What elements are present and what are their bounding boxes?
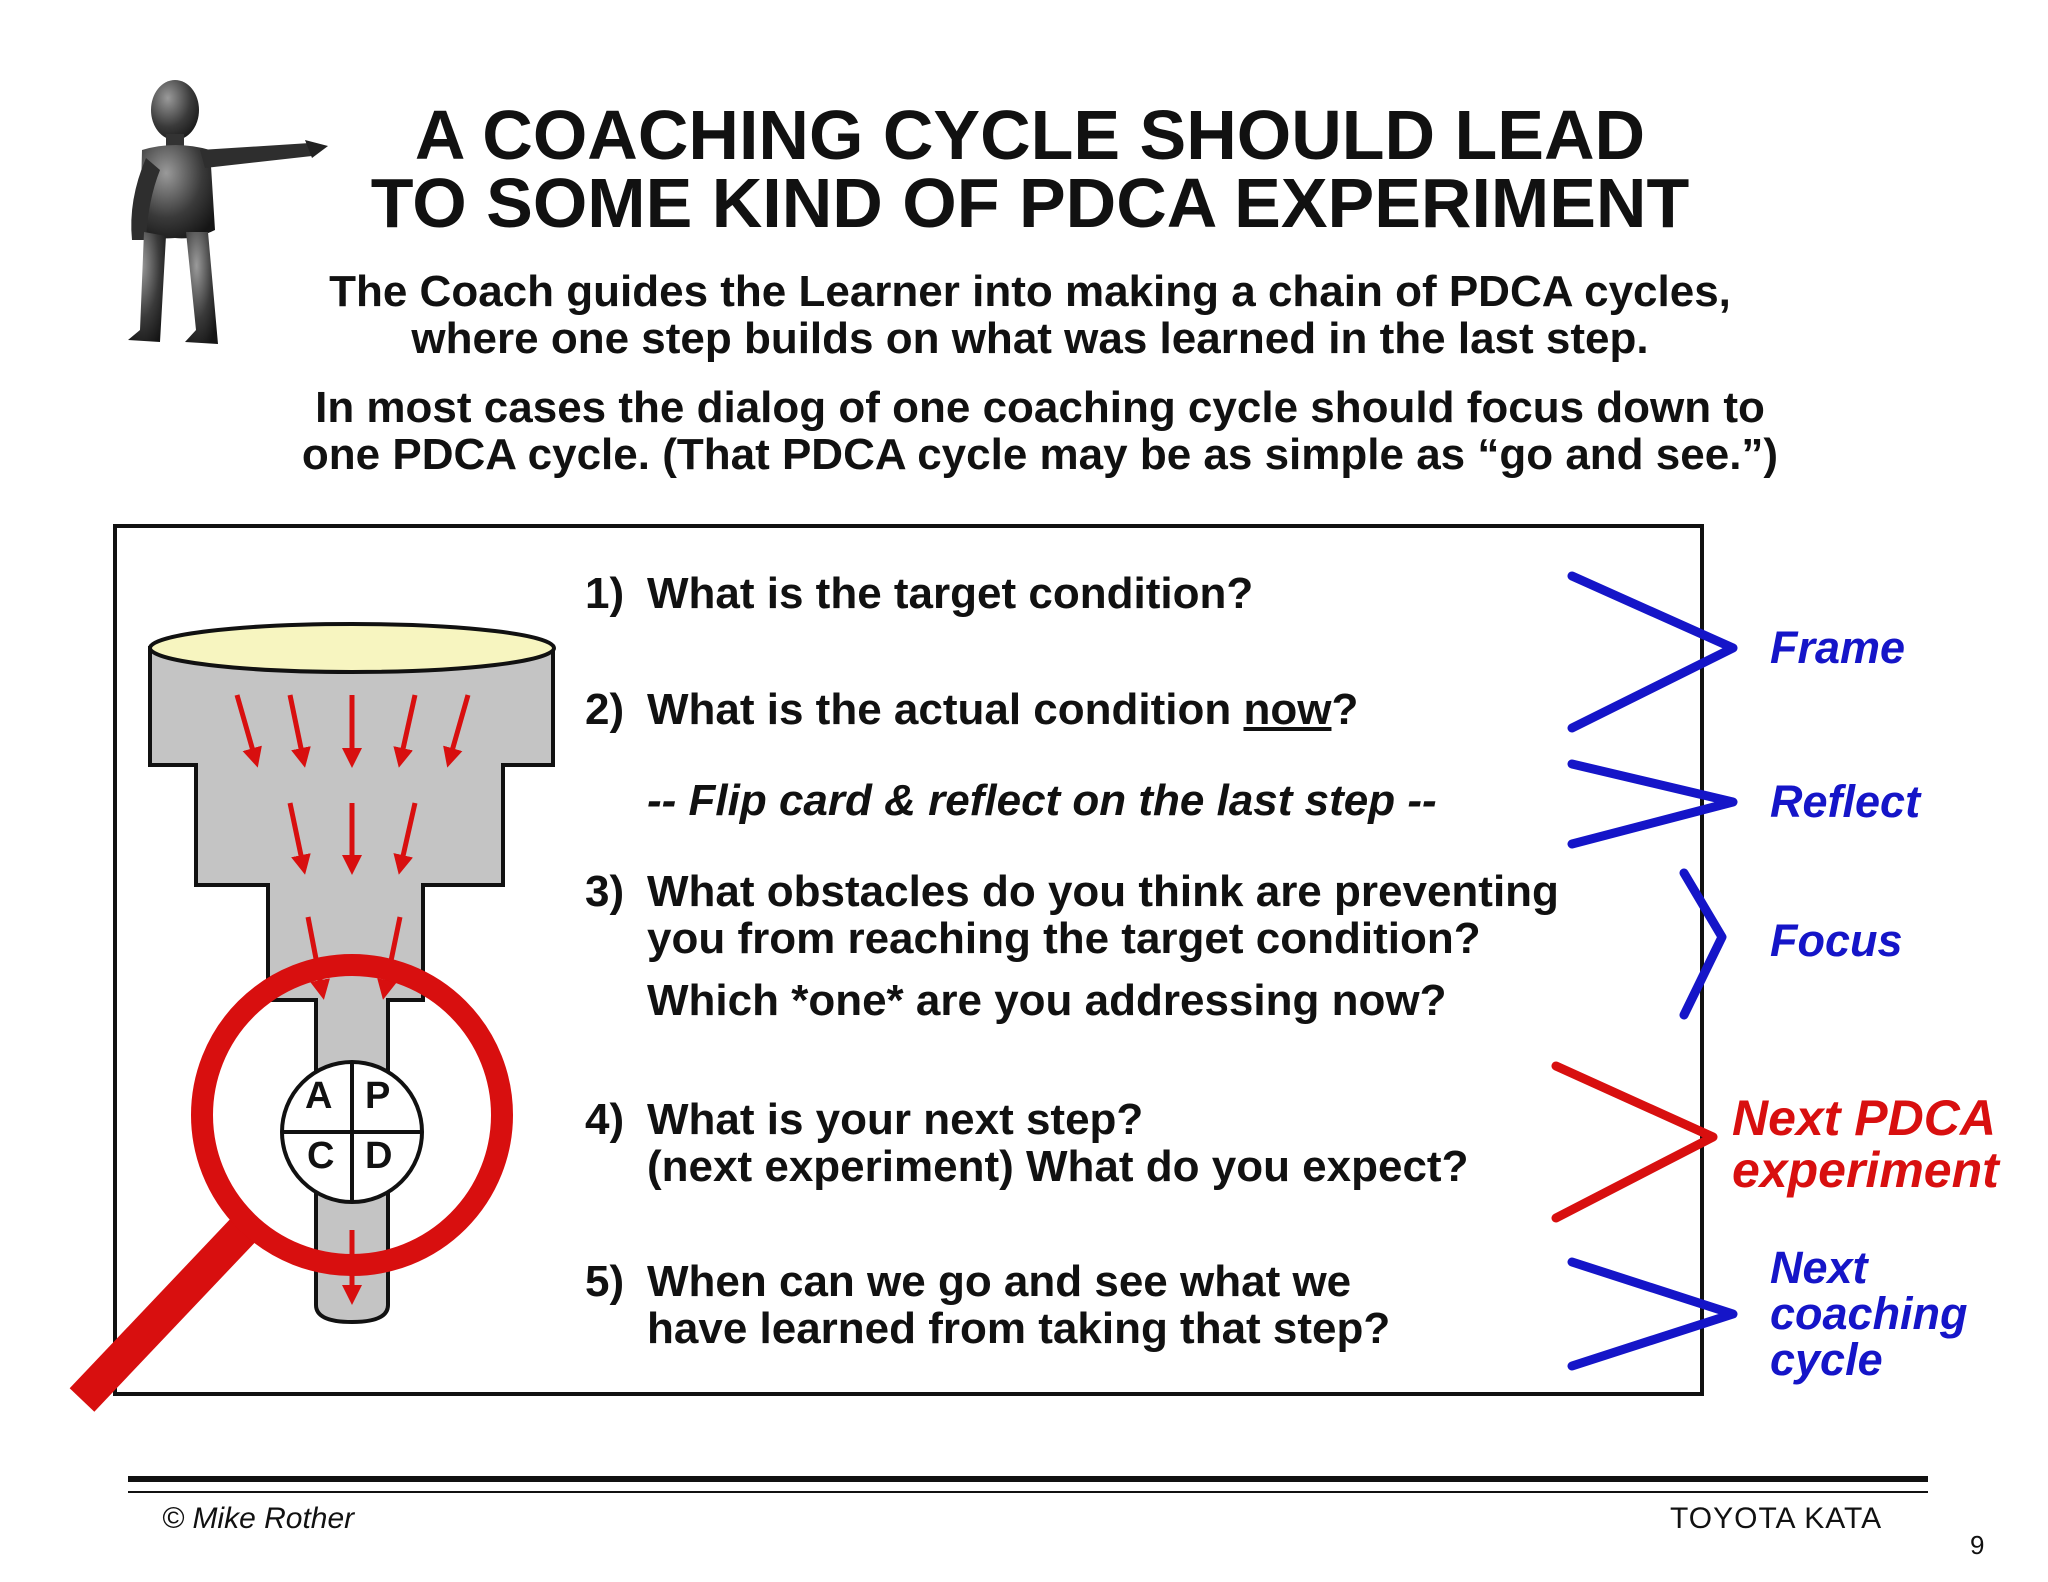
footer-brand: TOYOTA KATA xyxy=(1670,1502,1883,1535)
question-3-line3: Which *one* are you addressing now? xyxy=(647,976,1447,1025)
pdca-letter-d: D xyxy=(365,1135,393,1177)
bracket-focus xyxy=(1679,868,1727,1020)
question-2-text-main: What is the actual condition xyxy=(647,685,1244,734)
bracket-next-coaching xyxy=(1567,1257,1738,1371)
pdca-letter-p: P xyxy=(365,1075,391,1117)
label-next-coaching-line3: cycle xyxy=(1770,1334,1883,1385)
question-3-line2: you from reaching the target condition? xyxy=(647,914,1481,963)
subtitle-1-line2: where one step builds on what was learne… xyxy=(411,314,1649,363)
pointing-figure-icon xyxy=(128,80,328,344)
label-next-pdca-line1: Next PDCA xyxy=(1732,1090,1996,1146)
question-5-number: 5) xyxy=(585,1257,625,1306)
funnel-diagram xyxy=(148,622,556,1325)
question-2-text: What is the actual condition now? xyxy=(647,686,1358,733)
footer-copyright: © Mike Rother xyxy=(162,1502,355,1535)
question-3-number: 3) xyxy=(585,867,625,916)
bracket-reflect xyxy=(1567,759,1738,849)
question-4-line1: What is your next step? xyxy=(647,1095,1144,1144)
slide-title-line1: A COACHING CYCLE SHOULD LEAD xyxy=(414,96,1646,174)
subtitle-2-line2: one PDCA cycle. (That PDCA cycle may be … xyxy=(301,430,1779,479)
label-focus: Focus xyxy=(1770,915,1903,966)
label-next-coaching-line2: coaching xyxy=(1770,1288,1968,1339)
subtitle-2-line1: In most cases the dialog of one coaching… xyxy=(315,383,1765,432)
label-frame: Frame xyxy=(1770,622,1906,673)
slide-title-line2: TO SOME KIND OF PDCA EXPERIMENT xyxy=(370,164,1690,242)
question-2-text-end: ? xyxy=(1331,685,1359,734)
question-4-line2: (next experiment) What do you expect? xyxy=(647,1142,1469,1191)
magnifying-glass-icon xyxy=(69,954,513,1412)
label-next-pdca-line2: experiment xyxy=(1732,1142,1999,1198)
question-5-line2: have learned from taking that step? xyxy=(647,1304,1391,1353)
label-reflect: Reflect xyxy=(1770,776,1921,827)
flip-card-note: -- Flip card & reflect on the last step … xyxy=(647,776,1437,825)
pdca-letter-a: A xyxy=(305,1075,333,1117)
bracket-frame xyxy=(1567,571,1738,733)
question-1-number: 1) xyxy=(585,569,625,618)
question-2-text-underlined: now xyxy=(1243,685,1332,734)
question-4-number: 4) xyxy=(585,1095,625,1144)
pdca-letter-c: C xyxy=(307,1135,335,1177)
subtitle-1-line1: The Coach guides the Learner into making… xyxy=(329,267,1731,316)
pdca-wheel xyxy=(280,1060,424,1204)
questions-box xyxy=(113,524,1704,1396)
question-3-line1: What obstacles do you think are preventi… xyxy=(647,867,1559,916)
question-5-line1: When can we go and see what we xyxy=(647,1257,1352,1306)
question-1-text: What is the target condition? xyxy=(647,569,1254,618)
label-next-coaching-line1: Next xyxy=(1770,1242,1868,1293)
bracket-next-pdca xyxy=(1551,1061,1718,1223)
question-2-number: 2) xyxy=(585,685,625,734)
page-number: 9 xyxy=(1970,1530,1985,1560)
